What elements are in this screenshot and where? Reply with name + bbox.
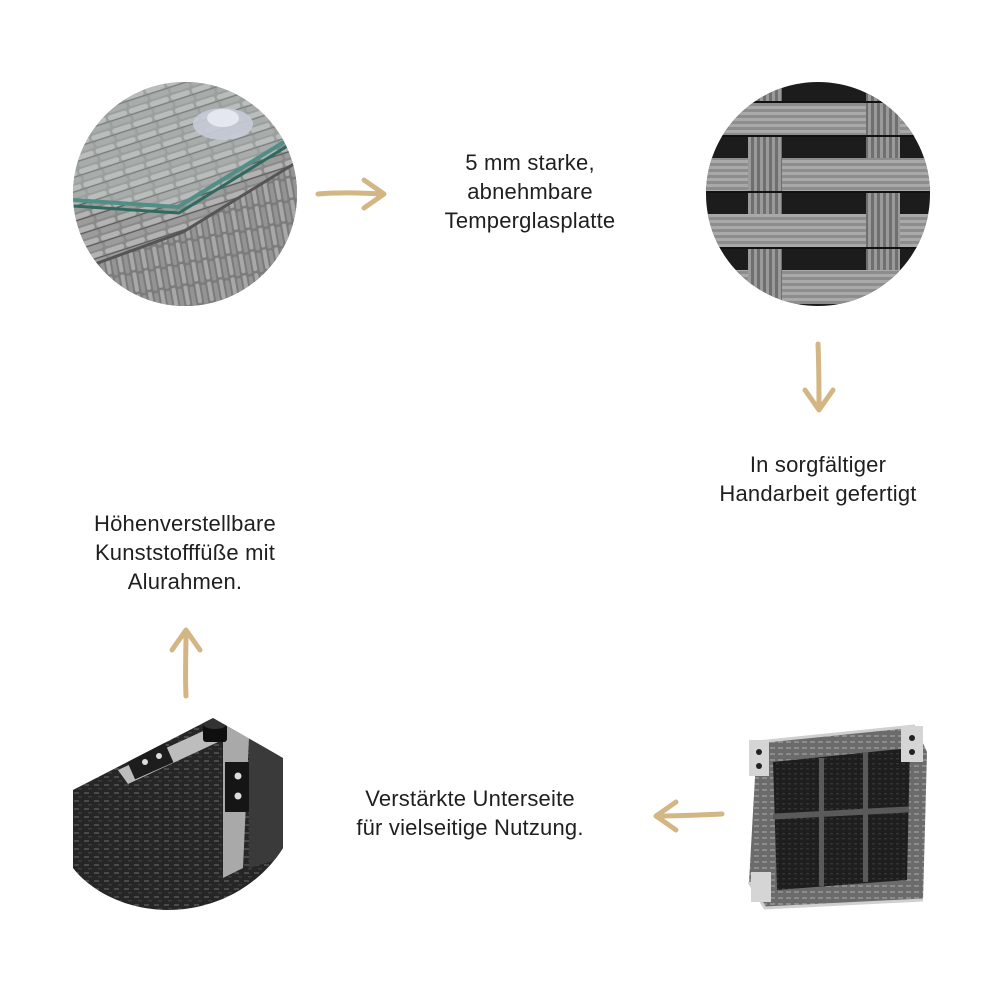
feature-caption-underside: Verstärkte Unterseite für vielseitige Nu…	[320, 784, 620, 842]
caption-line: 5 mm starke,	[465, 150, 595, 175]
glass-corner-icon	[73, 82, 297, 306]
caption-line: Verstärkte Unterseite	[365, 786, 575, 811]
caption-line: Alurahmen.	[127, 569, 243, 594]
underside-frame-icon	[747, 724, 927, 910]
caption-line: In sorgfältiger	[749, 452, 887, 477]
arrow-right-icon	[315, 177, 387, 211]
caption-line: für vielseitige Nutzung.	[356, 815, 584, 840]
caption-line: Höhenverstellbare	[94, 511, 276, 536]
underside-frame-photo	[745, 722, 930, 910]
rattan-weave-icon	[706, 82, 930, 306]
caption-line: abnehmbare	[467, 179, 593, 204]
caption-line: Kunststofffüße mit	[94, 540, 276, 565]
feature-caption-feet: Höhenverstellbare Kunststofffüße mit Alu…	[60, 509, 310, 596]
caption-line: Temperglasplatte	[444, 208, 616, 233]
adjustable-foot-icon	[73, 718, 283, 910]
arrow-left-icon	[653, 799, 725, 833]
feature-caption-glass: 5 mm starke, abnehmbare Temperglasplatte	[405, 148, 655, 235]
glass-corner-photo	[73, 82, 297, 306]
rattan-weave-photo	[706, 82, 930, 306]
adjustable-foot-photo	[73, 718, 283, 910]
feature-caption-handmade: In sorgfältiger Handarbeit gefertigt	[688, 450, 948, 508]
arrow-up-icon	[169, 627, 203, 699]
arrow-down-icon	[802, 341, 836, 413]
caption-line: Handarbeit gefertigt	[719, 481, 917, 506]
